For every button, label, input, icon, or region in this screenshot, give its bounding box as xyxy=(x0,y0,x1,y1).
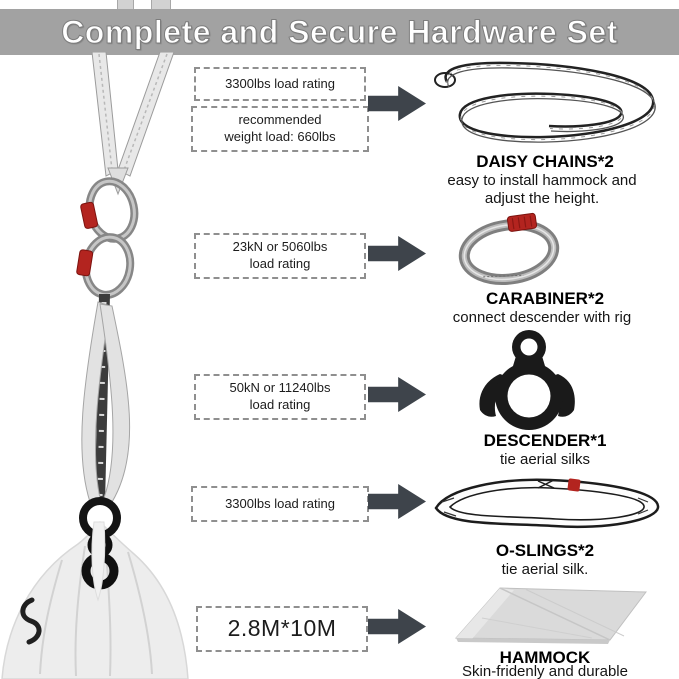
spec-box-carabiner: 23kN or 5060lbs load rating xyxy=(194,233,366,279)
o-sling-image xyxy=(434,478,660,529)
descender-title: DESCENDER*1 xyxy=(483,431,607,450)
o-slings-caption: tie aerial silk. xyxy=(501,561,589,578)
daisy-chains-caption: easy to install hammock and adjust the h… xyxy=(447,172,637,208)
arrow-icon-hammock xyxy=(368,609,426,644)
arrow-icon-osling xyxy=(368,484,426,519)
hanging-straps-image xyxy=(91,52,175,196)
daisy-chain-image xyxy=(434,61,656,143)
daisy-chains-title: DAISY CHAINS*2 xyxy=(476,152,614,171)
o-slings-title: O-SLINGS*2 xyxy=(495,541,595,560)
spec-box-daisy-load: 3300lbs load rating xyxy=(194,67,366,101)
arrow-icon-carabiner xyxy=(368,236,426,271)
hammock-image xyxy=(454,587,647,644)
page-title: Complete and Secure Hardware Set xyxy=(61,13,618,50)
hammock-title: HAMMOCK xyxy=(499,648,591,667)
spec-box-descender: 50kN or 11240lbs load rating xyxy=(194,374,366,420)
rig-descender-image xyxy=(81,521,119,602)
rig-hook-image xyxy=(20,597,42,645)
descender-caption: tie aerial silks xyxy=(499,451,591,468)
arrow-icon-descender xyxy=(368,377,426,412)
rig-photo xyxy=(1,52,189,679)
header-banner: Complete and Secure Hardware Set xyxy=(0,9,679,55)
descender-image xyxy=(479,330,575,430)
spec-box-daisy-weight: recommended weight load: 660lbs xyxy=(191,106,369,152)
hammock-caption: Skin-fridenly and durable xyxy=(462,663,628,679)
rig-carabiner-2-image xyxy=(76,233,135,299)
carabiner-caption: connect descender with rig xyxy=(452,309,632,326)
carabiner-title: CARABINER*2 xyxy=(485,289,605,308)
spec-box-osling: 3300lbs load rating xyxy=(191,486,369,522)
spec-box-hammock-size: 2.8M*10M xyxy=(196,606,368,652)
carabiner-image xyxy=(458,212,560,285)
